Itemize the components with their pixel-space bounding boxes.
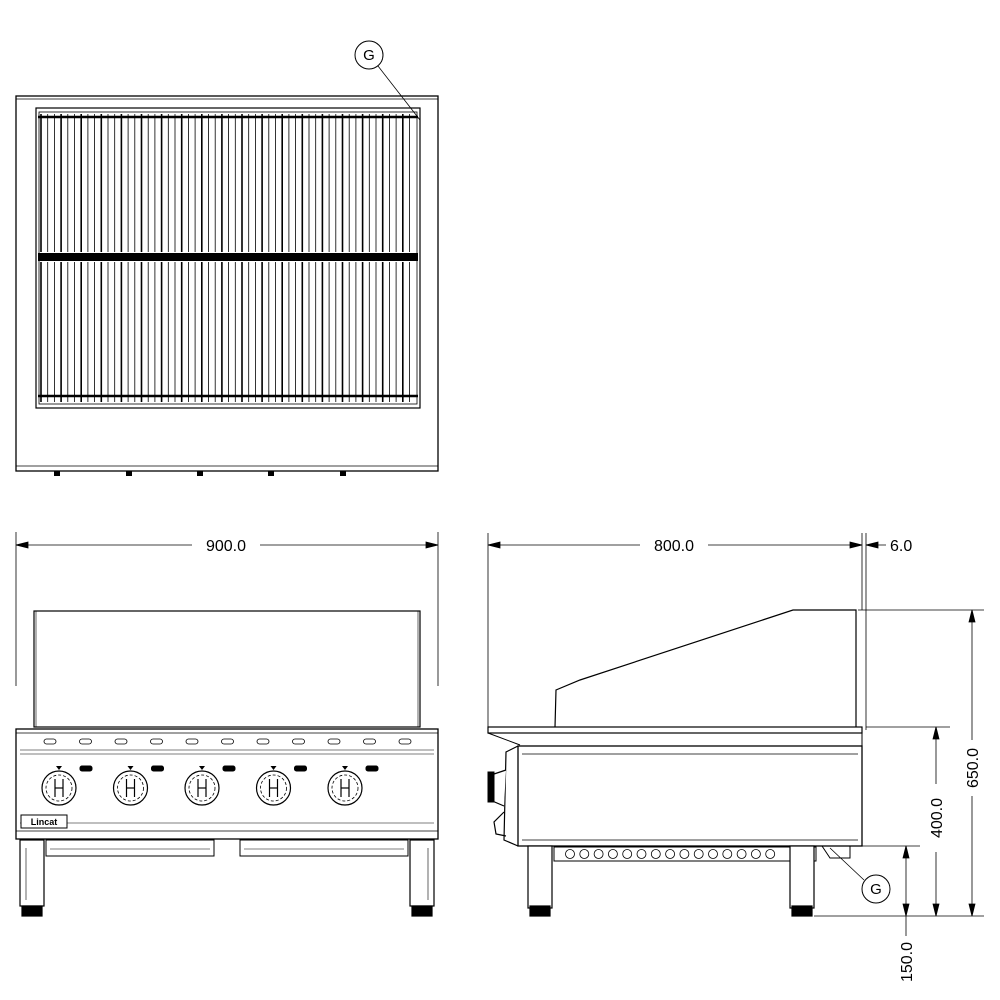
top-view-outline	[15, 95, 439, 472]
vent-hole	[579, 849, 590, 859]
foot-mark	[54, 471, 60, 476]
front-panel	[15, 728, 439, 840]
vent-hole	[608, 849, 618, 859]
indicator-light	[79, 765, 93, 772]
vent-slot	[292, 738, 305, 745]
vent-hole	[665, 849, 675, 859]
vent-hole	[679, 849, 690, 859]
vent-holes	[565, 849, 776, 859]
side-legs	[527, 845, 815, 917]
control-knob	[327, 766, 363, 806]
top-vent-slots	[43, 738, 412, 745]
control-knob	[255, 766, 292, 806]
control-knob	[184, 766, 220, 806]
splash-profile	[554, 609, 857, 728]
grill-bars	[40, 114, 410, 402]
top-view	[15, 95, 439, 476]
vent-slot	[398, 738, 412, 745]
depth-dimension	[487, 533, 886, 730]
vent-hole	[751, 849, 761, 859]
vent-hole	[722, 849, 733, 859]
foot-mark	[268, 471, 274, 476]
foot-mark	[197, 471, 203, 476]
vent-hole	[622, 849, 633, 859]
callout-g-top-label: G	[363, 47, 375, 64]
grill-divider	[38, 253, 418, 261]
leg-height-label: 150.0	[899, 942, 916, 982]
body-height-label: 400.0	[929, 798, 946, 838]
side-view	[487, 533, 984, 936]
side-rail	[553, 846, 817, 862]
vent-slot	[256, 738, 270, 745]
control-knob	[112, 766, 149, 806]
indicator-light	[365, 765, 379, 772]
foot-mark	[126, 471, 132, 476]
indicator-light	[151, 765, 164, 772]
brand-label: Lincat	[31, 817, 58, 827]
indicator-light	[222, 765, 236, 772]
vent-slot	[221, 738, 234, 745]
callout-g-side: G	[829, 847, 891, 904]
vent-hole	[650, 849, 661, 859]
callout-g-side-label: G	[870, 881, 882, 898]
foot-mark	[340, 471, 346, 476]
height-dimensions	[814, 609, 984, 936]
vent-hole	[636, 849, 647, 859]
vent-hole	[565, 849, 575, 859]
top-plate	[487, 726, 863, 734]
top-feet	[54, 471, 346, 476]
vent-hole	[736, 849, 747, 859]
width-label: 900.0	[206, 538, 246, 555]
front-view	[15, 532, 439, 917]
indicator-light	[294, 765, 307, 772]
vent-slot	[114, 738, 128, 745]
side-body	[517, 745, 863, 847]
width-dimension	[15, 532, 439, 686]
total-height-label: 650.0	[965, 748, 982, 788]
drip-trays	[45, 839, 409, 857]
vent-slot	[185, 738, 199, 745]
vent-hole	[765, 849, 776, 859]
vent-hole	[593, 849, 604, 859]
depth-label: 800.0	[654, 538, 694, 555]
grill-frame	[35, 107, 421, 409]
control-knobs	[41, 765, 379, 806]
vent-slot	[79, 738, 92, 745]
vent-slot	[150, 738, 163, 745]
brand-badge	[20, 814, 68, 829]
vent-hole	[708, 849, 718, 859]
control-knob	[41, 766, 77, 806]
splash-back	[33, 610, 421, 728]
vent-hole	[693, 849, 704, 859]
vent-slot	[363, 738, 376, 745]
vent-slot	[43, 738, 57, 745]
callout-g-top: G	[354, 40, 421, 121]
splash-offset-label: 6.0	[890, 538, 912, 555]
vent-slot	[327, 738, 341, 745]
front-legs	[19, 839, 435, 917]
